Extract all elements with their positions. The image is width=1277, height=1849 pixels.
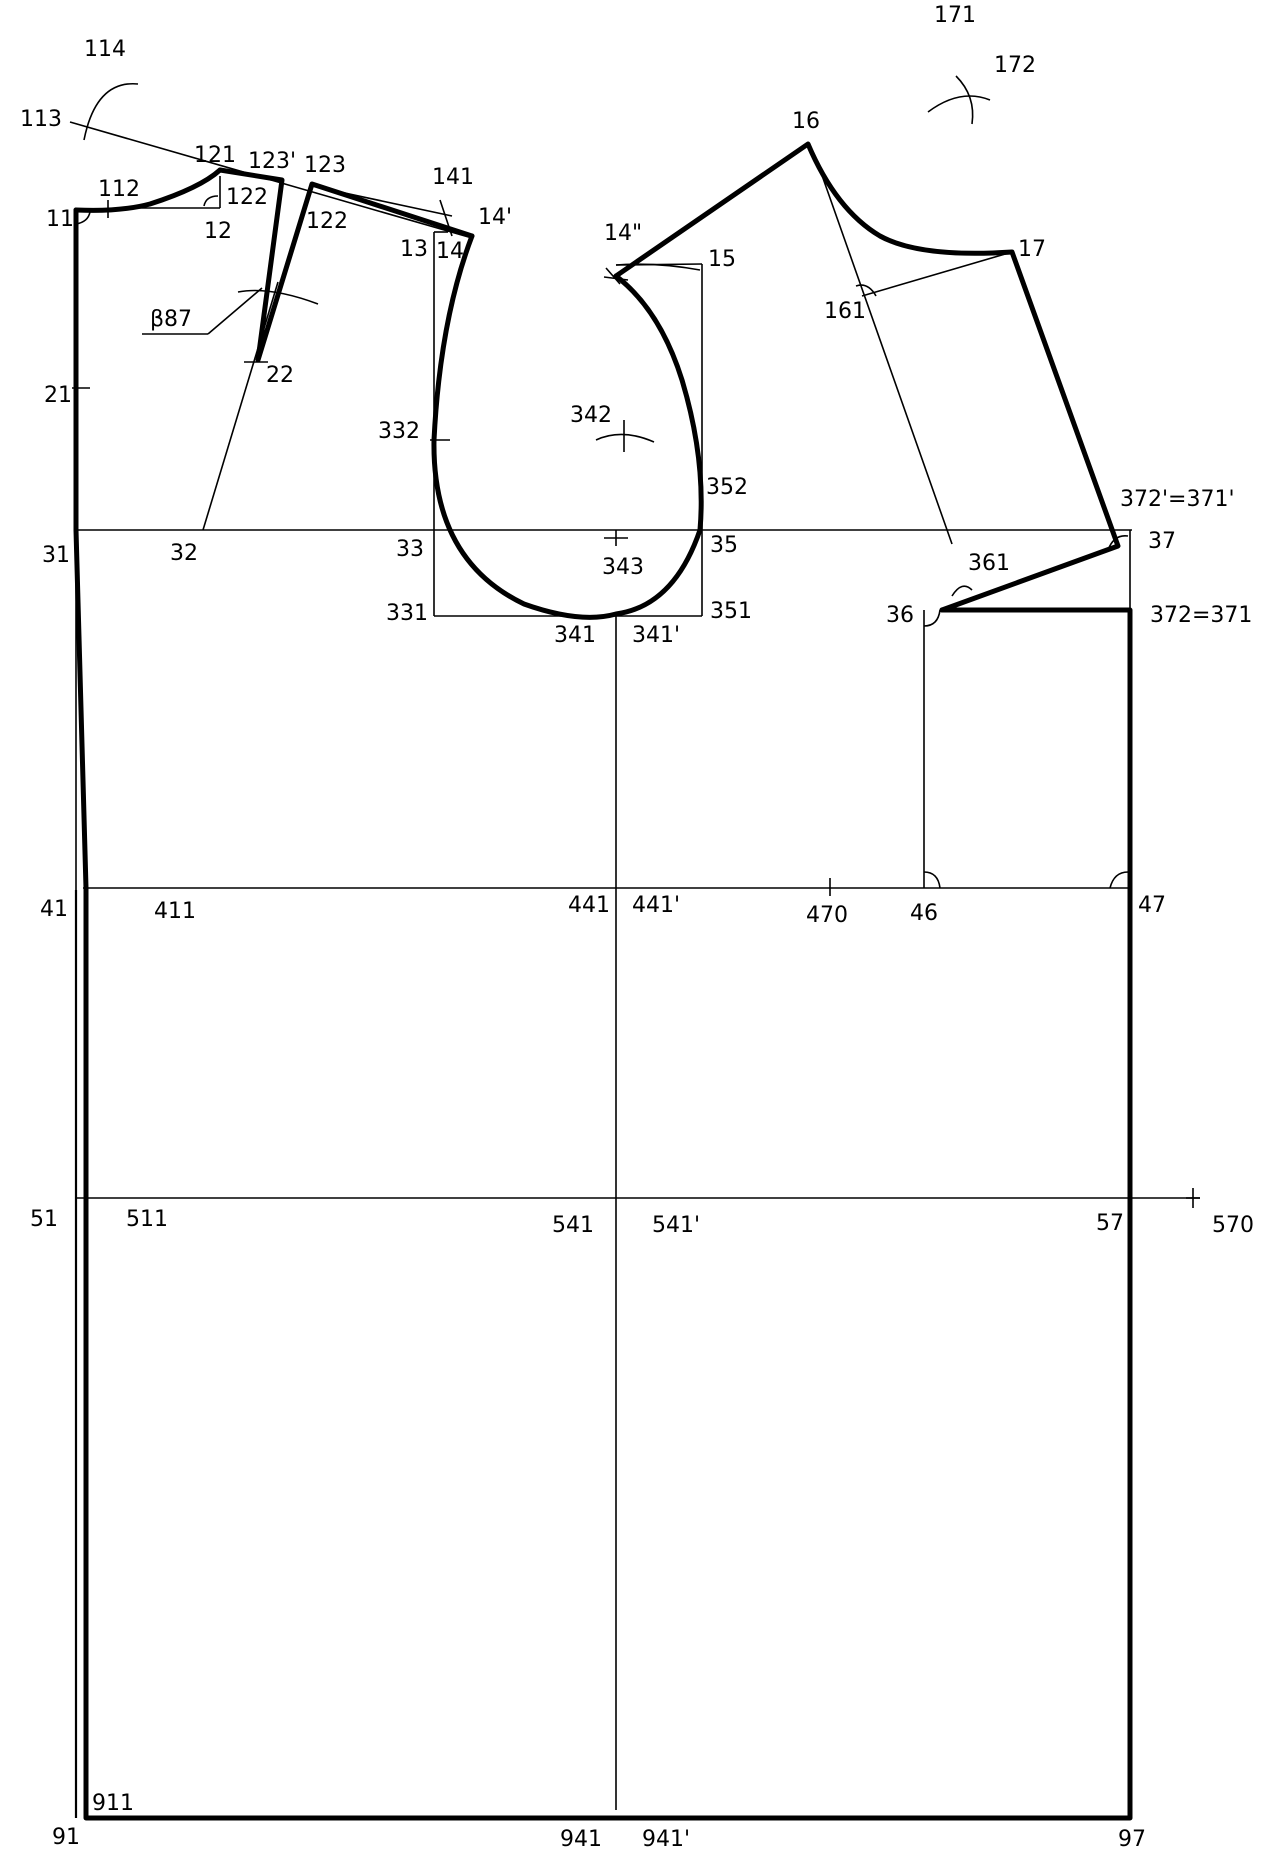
label-21: 21 — [44, 383, 72, 408]
label-121: 121 — [194, 143, 236, 168]
label-511: 511 — [126, 1207, 168, 1232]
label-32: 32 — [170, 541, 198, 566]
construction-lines — [69, 75, 1200, 1810]
arc-114 — [83, 83, 139, 141]
label-361: 361 — [968, 551, 1010, 576]
label-13: 13 — [400, 237, 428, 262]
label-35: 35 — [710, 533, 738, 558]
label-911: 911 — [92, 1791, 134, 1816]
label-123: 123 — [304, 153, 346, 178]
label-372p: 372'=371' — [1120, 487, 1235, 512]
arc-172 — [927, 95, 991, 113]
label-51: 51 — [30, 1207, 58, 1232]
label-114: 114 — [84, 37, 126, 62]
label-14dd: 14" — [604, 221, 642, 246]
label-122a: 122 — [226, 185, 268, 210]
label-36: 36 — [886, 603, 914, 628]
label-33: 33 — [396, 537, 424, 562]
label-14p: 14' — [478, 205, 512, 230]
front-piece-outline — [73, 207, 1133, 1821]
label-541p: 541' — [652, 1213, 700, 1238]
arc-342 — [595, 433, 655, 443]
dart-label-leader — [207, 287, 263, 335]
point-labels: 114 113 121 123' 123 112 11 122 12 122 1… — [20, 3, 1254, 1849]
label-97: 97 — [1118, 1827, 1146, 1849]
label-57: 57 — [1096, 1211, 1124, 1236]
label-16: 16 — [792, 109, 820, 134]
neckline-curve — [73, 167, 223, 213]
label-37: 37 — [1148, 529, 1176, 554]
label-12: 12 — [204, 219, 232, 244]
back-piece-outline — [613, 141, 1121, 613]
angle-12 — [203, 195, 219, 207]
label-41: 41 — [40, 897, 68, 922]
label-122b: 122 — [306, 209, 348, 234]
label-570: 570 — [1212, 1213, 1254, 1238]
front-armhole — [431, 233, 704, 620]
arc-beta — [237, 289, 319, 305]
back-center-diagonal — [817, 163, 953, 545]
label-172: 172 — [994, 53, 1036, 78]
back-yoke-line — [861, 251, 1013, 297]
label-941p: 941' — [642, 1827, 690, 1849]
label-351: 351 — [710, 599, 752, 624]
arc-15 — [615, 263, 701, 271]
label-343: 343 — [602, 555, 644, 580]
label-541: 541 — [552, 1213, 594, 1238]
label-470: 470 — [806, 903, 848, 928]
label-341p: 341' — [632, 623, 680, 648]
label-47: 47 — [1138, 893, 1166, 918]
label-91: 91 — [52, 1825, 80, 1849]
label-112: 112 — [98, 177, 140, 202]
label-352: 352 — [706, 475, 748, 500]
label-341: 341 — [554, 623, 596, 648]
angle-46 — [923, 871, 941, 889]
pattern-outline — [73, 141, 1133, 1821]
label-beta87: β87 — [150, 307, 192, 332]
tick-14dd-b — [605, 267, 621, 285]
label-17: 17 — [1018, 237, 1046, 262]
label-15: 15 — [708, 247, 736, 272]
label-331: 331 — [386, 601, 428, 626]
angle-36 — [923, 609, 941, 627]
label-171: 171 — [934, 3, 976, 28]
label-31: 31 — [42, 543, 70, 568]
arc-172b — [955, 75, 974, 125]
label-441: 441 — [568, 893, 610, 918]
label-22: 22 — [266, 363, 294, 388]
label-46: 46 — [910, 901, 938, 926]
shoulder-dart — [217, 167, 475, 363]
dart-guide — [202, 281, 279, 531]
label-941: 941 — [560, 1827, 602, 1849]
label-113: 113 — [20, 107, 62, 132]
angle-361 — [951, 585, 973, 597]
angle-161 — [855, 284, 877, 297]
angle-47 — [1109, 871, 1129, 889]
label-14: 14 — [436, 239, 464, 264]
label-411: 411 — [154, 899, 196, 924]
label-161: 161 — [824, 299, 866, 324]
label-332: 332 — [378, 419, 420, 444]
label-123p: 123' — [248, 149, 296, 174]
label-441p: 441' — [632, 893, 680, 918]
label-342: 342 — [570, 403, 612, 428]
label-141: 141 — [432, 165, 474, 190]
label-11: 11 — [46, 207, 74, 232]
label-372: 372=371 — [1150, 603, 1252, 628]
